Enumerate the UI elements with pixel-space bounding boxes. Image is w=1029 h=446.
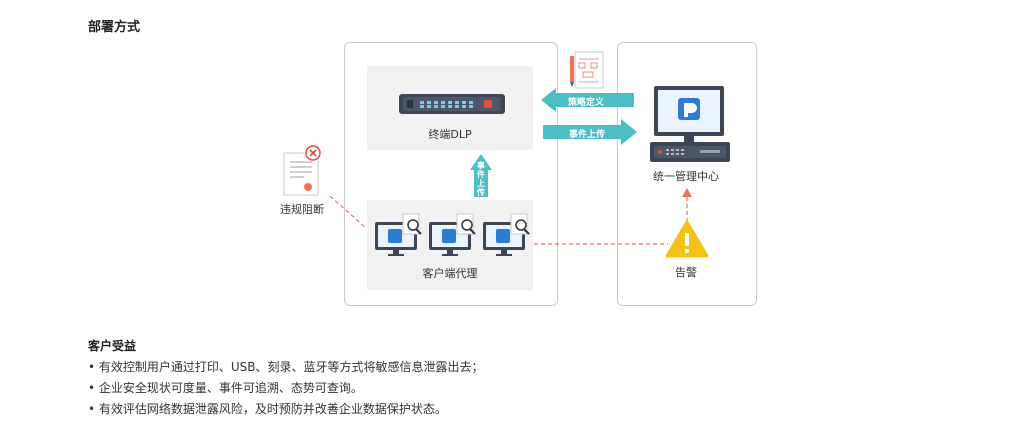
warning-icon: [665, 220, 709, 258]
deployment-diagram: 策略定义 事件上传 事 件 上 传 终端DLP 客户端代理 统一管理中心 告警 …: [280, 42, 757, 306]
management-computer-icon: [650, 86, 730, 162]
benefit-item: • 有效评估网络数据泄露风险，及时预防并改善企业数据保护状态。: [88, 402, 447, 416]
alert-label: 告警: [675, 266, 697, 279]
benefit-item: • 企业安全现状可度量、事件可追溯、态势可查询。: [88, 381, 363, 395]
policy-document-icon: [570, 51, 604, 89]
event-upload-arrow-right: [543, 119, 637, 145]
agent-computer-icon: [483, 213, 530, 256]
policy-arrow: [541, 88, 634, 112]
connector-lines: [283, 51, 730, 258]
policy-arrow-label: 策略定义: [568, 98, 605, 108]
violation-dashed-line: [329, 195, 367, 229]
event-upload-arrow-up: [470, 154, 492, 197]
agent-label: 客户端代理: [422, 267, 478, 280]
dlp-label: 终端DLP: [428, 128, 472, 141]
event-upload-label: 事件上传: [569, 130, 606, 140]
section-title: 部署方式: [88, 20, 141, 35]
dlp-appliance-icon: [399, 94, 505, 114]
benefits-title: 客户受益: [88, 339, 137, 353]
benefit-item: • 有效控制用户通过打印、USB、刻录、蓝牙等方式将敏感信息泄露出去；: [88, 360, 484, 374]
event-upload-vertical-label: 事 件 上 传: [477, 161, 485, 197]
center-label: 统一管理中心: [653, 170, 719, 183]
agent-computer-icon: [375, 213, 422, 256]
violation-document-icon: [283, 145, 321, 196]
agent-computer-icon: [429, 213, 476, 256]
violation-label: 违规阻断: [280, 203, 324, 216]
alert-up-arrowhead: [682, 188, 692, 197]
